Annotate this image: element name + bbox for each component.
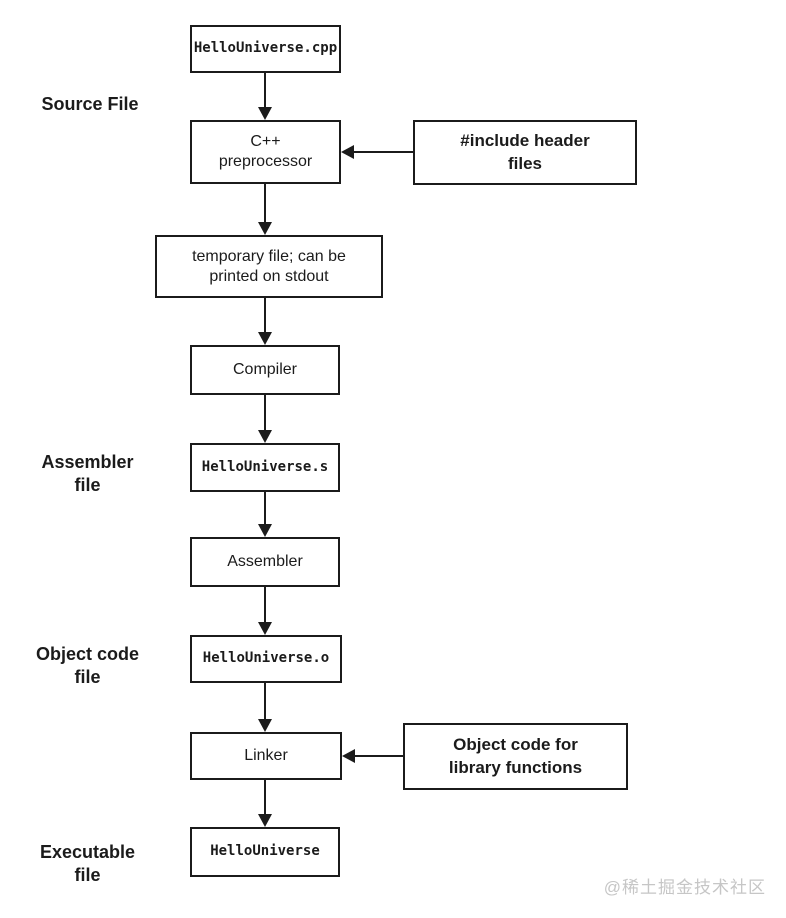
arrow-preprocessor-to-tempfile — [258, 184, 272, 235]
node-include-headers: #include header files — [413, 120, 637, 185]
node-source-file: HelloUniverse.cpp — [190, 25, 341, 73]
stage-label-assembler-file: Assembler file — [41, 452, 134, 496]
stage-label-source-file: Source File — [41, 94, 139, 114]
node-assembler: Assembler — [190, 537, 340, 587]
arrow-source-to-preprocessor — [258, 73, 272, 120]
node-assembler-file: HelloUniverse.s — [190, 443, 340, 492]
node-linker: Linker — [190, 732, 342, 780]
arrow-headers-to-preprocessor — [341, 145, 413, 159]
arrow-compiler-to-assemblerfile — [258, 395, 272, 443]
arrow-library-to-linker — [342, 749, 403, 763]
arrow-assemblerfile-to-assembler — [258, 492, 272, 537]
arrow-tempfile-to-compiler — [258, 298, 272, 345]
node-compiler: Compiler — [190, 345, 340, 395]
watermark-text: @稀土掘金技术社区 — [603, 878, 766, 897]
arrow-objectfile-to-linker — [258, 683, 272, 732]
stage-label-object-code-file: Object code file — [35, 644, 140, 688]
arrow-assembler-to-objectfile — [258, 587, 272, 635]
node-object-file: HelloUniverse.o — [190, 635, 342, 683]
node-cpp-preprocessor: C++ preprocessor — [190, 120, 341, 184]
stage-label-executable-file: Executable file — [39, 842, 136, 886]
node-temporary-file: temporary file; can be printed on stdout — [155, 235, 383, 298]
node-executable: HelloUniverse — [190, 827, 340, 877]
node-library-object-code: Object code for library functions — [403, 723, 628, 790]
arrow-linker-to-executable — [258, 780, 272, 827]
